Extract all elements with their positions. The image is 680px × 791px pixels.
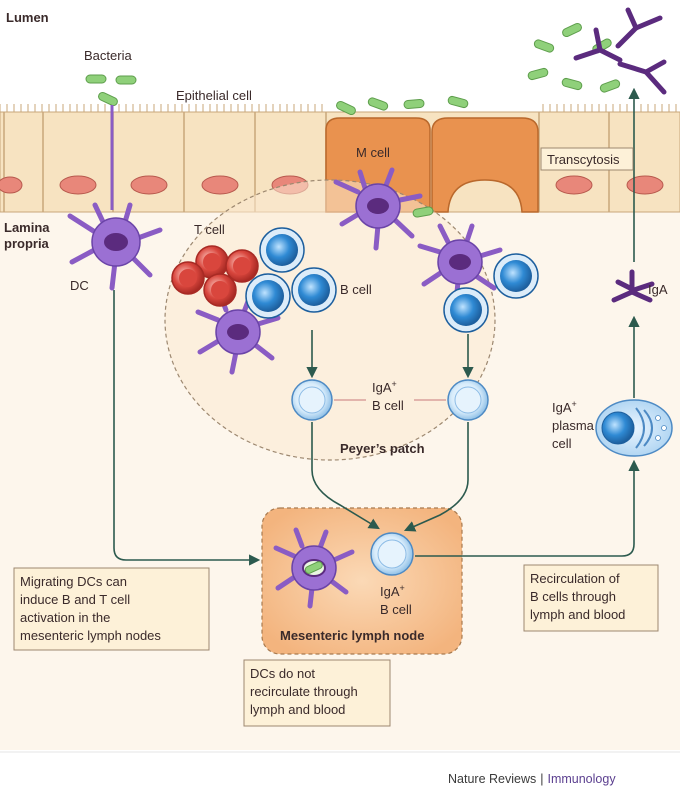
label-t-cell: T cell — [194, 222, 225, 237]
label-iga: IgA — [648, 282, 668, 297]
arrow-dc-to-node — [113, 290, 261, 566]
iga-antibodies-lumen — [573, 7, 667, 95]
bacterium — [527, 67, 549, 81]
label-lamina: Lamina — [4, 220, 50, 235]
label-mln-iga-1: IgA+ — [380, 583, 405, 599]
dc-m-cell — [333, 167, 423, 251]
note-recirculation-line-1: Recirculation of — [530, 571, 620, 586]
plasma-cell — [595, 399, 673, 457]
bacterium — [447, 95, 469, 109]
iga-b-cells-patch — [291, 379, 489, 421]
flow-arrows — [113, 87, 640, 566]
note-dcs-not-line-2: recirculate through — [250, 684, 358, 699]
nucleus — [201, 175, 239, 195]
note-migrating-line-1: Migrating DCs can — [20, 574, 127, 589]
label-mesenteric-lymph-node: Mesenteric lymph node — [280, 628, 424, 643]
bacterium — [561, 77, 583, 91]
note-migrating-line-3: activation in the — [20, 610, 110, 625]
bacterium — [98, 91, 118, 107]
note-migrating-line-4: mesenteric lymph nodes — [20, 628, 161, 643]
bacterium — [336, 100, 356, 116]
transcytosis-box — [540, 147, 634, 171]
label-epithelial-cell: Epithelial cell — [176, 88, 252, 103]
label-iga-b-cell-2: B cell — [372, 398, 404, 413]
label-iga-b-cell-1: IgA+ — [372, 379, 397, 395]
dc-peyers-left — [195, 291, 281, 375]
nucleus — [59, 175, 97, 195]
footer-credit: Nature Reviews|Immunology — [448, 772, 616, 786]
m-cell — [431, 117, 539, 213]
bacterium — [367, 97, 389, 111]
dc-lamina-propria — [67, 105, 163, 291]
label-bacteria: Bacteria — [84, 48, 132, 63]
note-recirculation-box — [523, 564, 659, 632]
arrow-iga-right-to-node — [403, 422, 469, 532]
label-m-cell: M cell — [356, 145, 390, 160]
label-peyers-patch: Peyer’s patch — [340, 441, 425, 456]
bacteria-group — [85, 22, 621, 218]
iga-b-cell-lymph-node — [370, 532, 414, 576]
nucleus — [130, 175, 168, 195]
footer-publisher: Nature Reviews — [448, 772, 537, 786]
arrow-node-to-plasma — [415, 459, 640, 557]
note-recirculation-line-3: lymph and blood — [530, 607, 625, 622]
note-migrating-dcs-box — [13, 567, 210, 651]
arrow-iga-left-to-node — [311, 422, 380, 530]
note-dcs-not-line-1: DCs do not — [250, 666, 315, 681]
footer-separator: | — [540, 772, 544, 786]
bacterium — [403, 98, 425, 110]
label-plasma-2: plasma — [552, 418, 595, 433]
bacterium — [562, 22, 582, 38]
label-dc: DC — [70, 278, 89, 293]
note-migrating-line-2: induce B and T cell — [20, 592, 130, 607]
dc-lymph-node — [273, 527, 355, 609]
nucleus — [0, 176, 23, 194]
note-dcs-not-box — [243, 659, 391, 727]
label-b-cell: B cell — [340, 282, 372, 297]
bacterium — [599, 79, 621, 93]
note-dcs-not-line-3: lymph and blood — [250, 702, 345, 717]
peyers-patch-outline — [164, 179, 496, 461]
footer-journal: Immunology — [547, 772, 616, 786]
nucleus — [555, 175, 593, 195]
label-mln-iga-2: B cell — [380, 602, 412, 617]
label-propria: propria — [4, 236, 50, 251]
note-recirculation-line-2: B cells through — [530, 589, 616, 604]
bacterium — [412, 206, 434, 218]
lymph-node-box — [261, 507, 463, 655]
iga-antibody-lamina — [611, 269, 655, 303]
nucleus — [626, 175, 664, 195]
label-plasma-3: cell — [552, 436, 572, 451]
bacterium — [85, 74, 107, 84]
label-plasma-1: IgA+ — [552, 399, 577, 415]
bacterium — [533, 39, 555, 53]
label-lumen: Lumen — [6, 10, 49, 25]
label-transcytosis: Transcytosis — [547, 152, 620, 167]
bacterium — [115, 75, 137, 85]
